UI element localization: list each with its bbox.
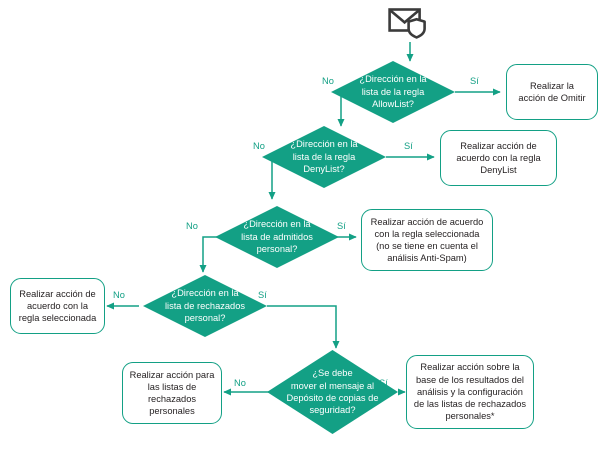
process-omitir[interactable]: Realizar la acción de Omitir — [506, 64, 598, 120]
decision-backup-storage-label: ¿Se debe mover el mensaje al Depósito de… — [286, 368, 379, 416]
process-personal-denylists[interactable]: Realizar acción para las listas de recha… — [122, 362, 222, 424]
process-selected-rule-action[interactable]: Realizar acción de acuerdo con la regla … — [10, 278, 105, 334]
decision-denylist-label: ¿Dirección en la lista de la regla DenyL… — [290, 139, 358, 175]
process-denylist-action-label: Realizar acción de acuerdo con la regla … — [456, 140, 541, 176]
email-shield-icon — [388, 6, 432, 40]
decision-allowlist[interactable]: ¿Dirección en la lista de la regla Allow… — [331, 61, 455, 123]
edge-label-d2-yes: Sí — [404, 141, 413, 151]
edge-label-d4-no: No — [113, 290, 125, 300]
decision-denylist[interactable]: ¿Dirección en la lista de la regla DenyL… — [262, 126, 386, 188]
decision-personal-denylist-label: ¿Dirección en la lista de rechazados per… — [164, 288, 246, 324]
edge-label-d3-yes: Sí — [337, 221, 346, 231]
decision-backup-storage[interactable]: ¿Se debe mover el mensaje al Depósito de… — [267, 350, 398, 434]
process-scan-results-action-label: Realizar acción sobre la base de los res… — [413, 362, 527, 422]
edge-label-d3-no: No — [186, 221, 198, 231]
edge-label-d1-yes: Sí — [470, 76, 479, 86]
decision-personal-allowlist-label: ¿Dirección en la lista de admitidos pers… — [241, 219, 313, 255]
edge-label-d2-no: No — [253, 141, 265, 151]
decision-personal-denylist[interactable]: ¿Dirección en la lista de rechazados per… — [143, 275, 267, 337]
process-selected-rule-antispam[interactable]: Realizar acción de acuerdo con la regla … — [361, 209, 493, 271]
process-selected-rule-action-label: Realizar acción de acuerdo con la regla … — [18, 288, 97, 324]
edge-label-d5-no: No — [234, 378, 246, 388]
process-selected-rule-antispam-label: Realizar acción de acuerdo con la regla … — [370, 216, 484, 264]
edge-label-d5-yes: Sí — [379, 378, 388, 388]
edge-d4-yes-to-d5 — [267, 305, 340, 349]
process-denylist-action[interactable]: Realizar acción de acuerdo con la regla … — [440, 130, 557, 186]
edge-label-d4-yes: Sí — [258, 290, 267, 300]
decision-personal-allowlist[interactable]: ¿Dirección en la lista de admitidos pers… — [215, 206, 339, 268]
process-personal-denylists-label: Realizar acción para las listas de recha… — [129, 369, 215, 417]
process-scan-results-action[interactable]: Realizar acción sobre la base de los res… — [406, 355, 534, 429]
process-omitir-label: Realizar la acción de Omitir — [518, 80, 586, 103]
edge-label-d1-no: No — [322, 76, 334, 86]
decision-allowlist-label: ¿Dirección en la lista de la regla Allow… — [359, 74, 427, 110]
